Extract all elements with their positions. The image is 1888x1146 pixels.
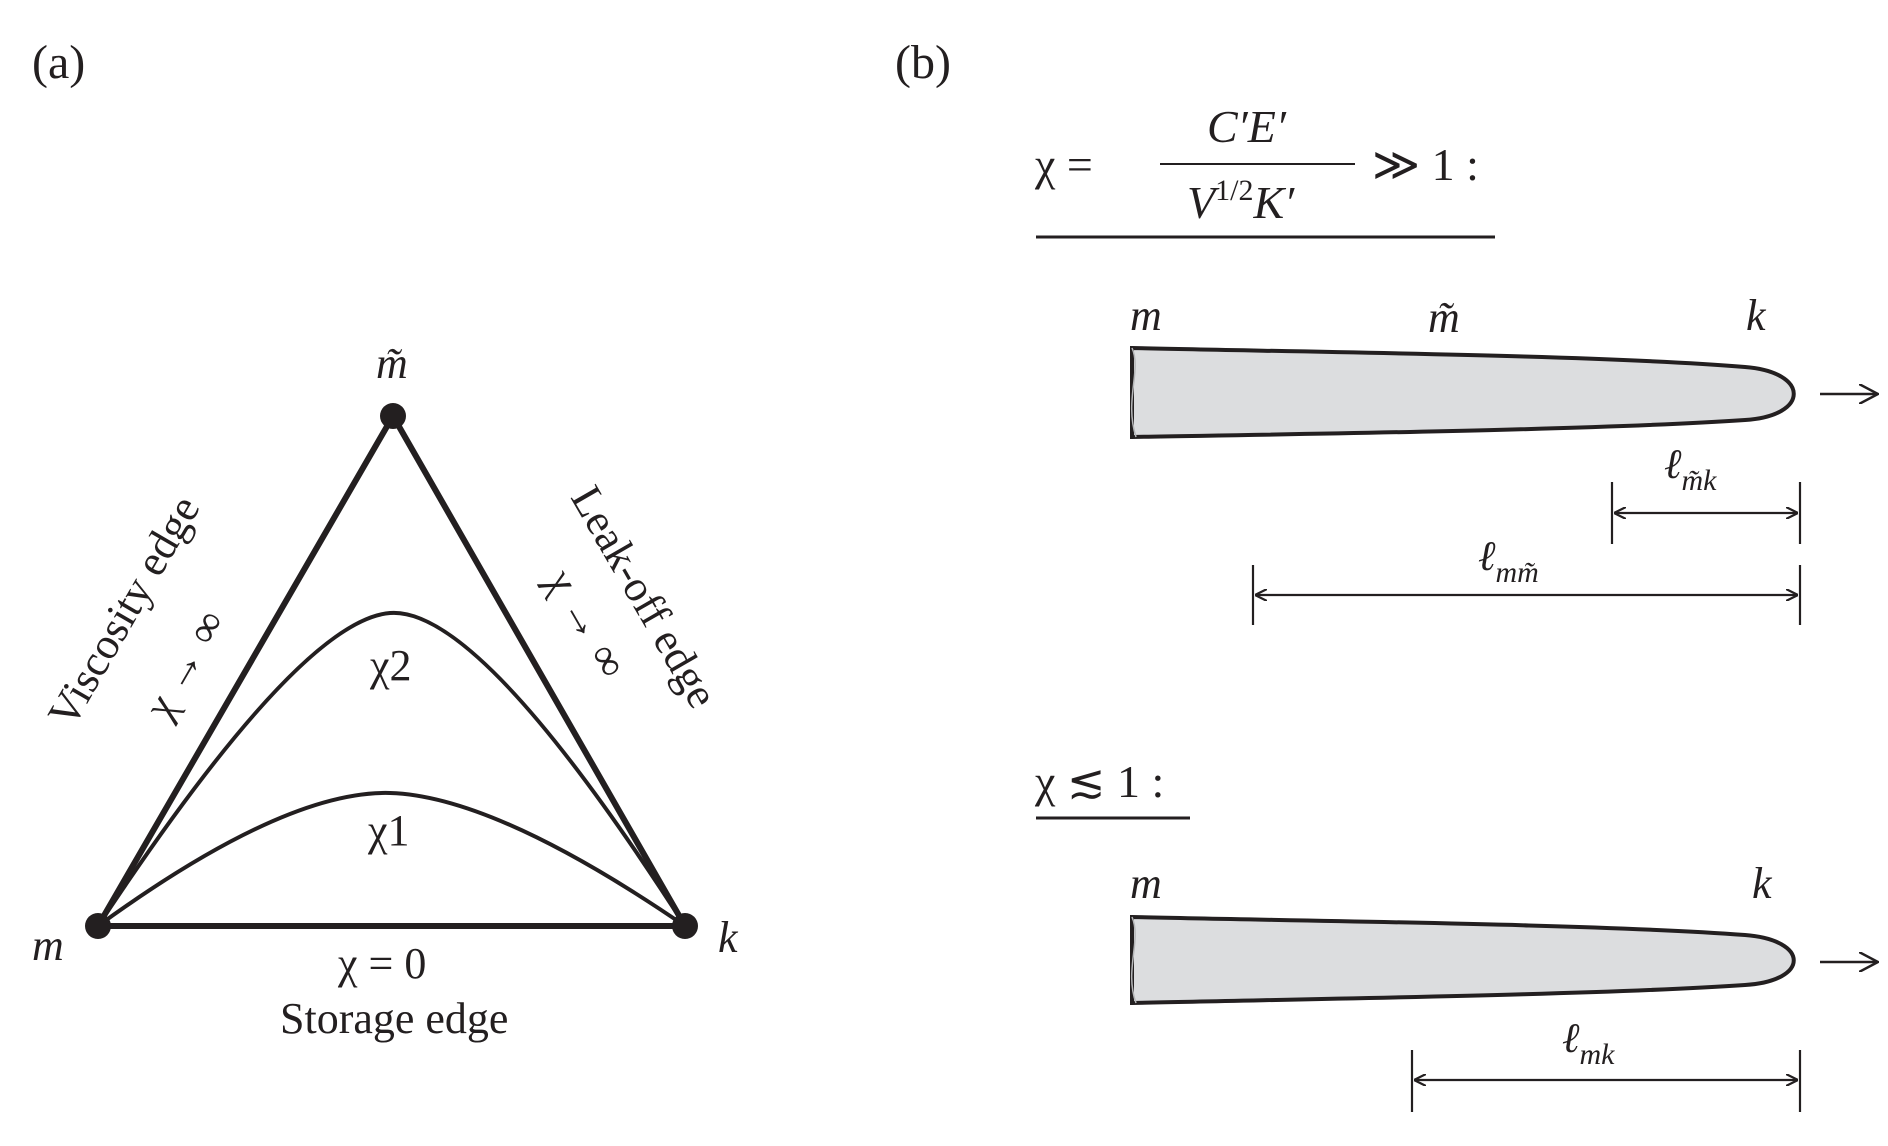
- curve-chi1-label: χ1: [367, 806, 410, 855]
- formula-lhs: χ =: [1034, 139, 1093, 190]
- vertex-k-dot: [672, 913, 698, 939]
- vertex-m-dot: [85, 913, 111, 939]
- crack-top-label-k: k: [1746, 291, 1767, 340]
- curve-chi2-label: χ2: [369, 641, 412, 690]
- vertex-m-tilde-label: m̃: [376, 339, 408, 388]
- viscosity-edge-line: [95, 413, 396, 929]
- panel-a-label: (a): [32, 36, 85, 89]
- curve-chi1: [96, 790, 687, 928]
- storage-edge-label: Storage edge: [280, 994, 508, 1043]
- dim-short-label: ℓm̃k: [1664, 442, 1717, 497]
- crack-top-label-m-tilde: m̃: [1428, 293, 1460, 342]
- crack-body-bottom: [1130, 914, 1796, 1006]
- dim-long-label: ℓmm̃: [1478, 534, 1539, 589]
- panel-b: (b) χ = C′E′ V1/2K′ ≫ 1 : m m̃ k ℓm̃k: [895, 36, 1878, 1112]
- crack-top-label-m: m: [1130, 291, 1162, 340]
- dim-mk-label: ℓmk: [1562, 1016, 1615, 1071]
- vertex-m-label: m: [32, 921, 64, 970]
- crack-cut-bottom: [1130, 916, 1137, 1004]
- formula-denominator: V1/2K′: [1187, 174, 1295, 228]
- crack-large-chi: m m̃ k ℓm̃k ℓmm̃: [1130, 291, 1878, 625]
- vertex-m-tilde-dot: [380, 403, 406, 429]
- panel-b-label: (b): [895, 36, 951, 89]
- panel-a: (a) m̃ m k χ2 χ1 Viscosity edge χ → ∞ Le…: [32, 36, 739, 1043]
- crack-body-top: [1130, 345, 1796, 440]
- curve-chi2: [96, 610, 687, 928]
- crack-bottom-label-m: m: [1130, 859, 1162, 908]
- formula-numerator: C′E′: [1207, 101, 1287, 152]
- storage-edge-limit: χ = 0: [337, 939, 426, 988]
- chi-small-condition: χ ≲ 1 :: [1034, 756, 1164, 807]
- leak-off-edge-line: [390, 413, 688, 929]
- viscosity-edge-limit: χ → ∞: [134, 601, 235, 728]
- crack-cut-top: [1130, 347, 1137, 438]
- formula-rhs: ≫ 1 :: [1372, 139, 1479, 190]
- vertex-k-label: k: [718, 913, 739, 962]
- crack-bottom-label-k: k: [1752, 859, 1773, 908]
- crack-small-chi: m k ℓmk: [1130, 859, 1878, 1112]
- chi-large-formula: χ = C′E′ V1/2K′ ≫ 1 :: [1034, 101, 1495, 239]
